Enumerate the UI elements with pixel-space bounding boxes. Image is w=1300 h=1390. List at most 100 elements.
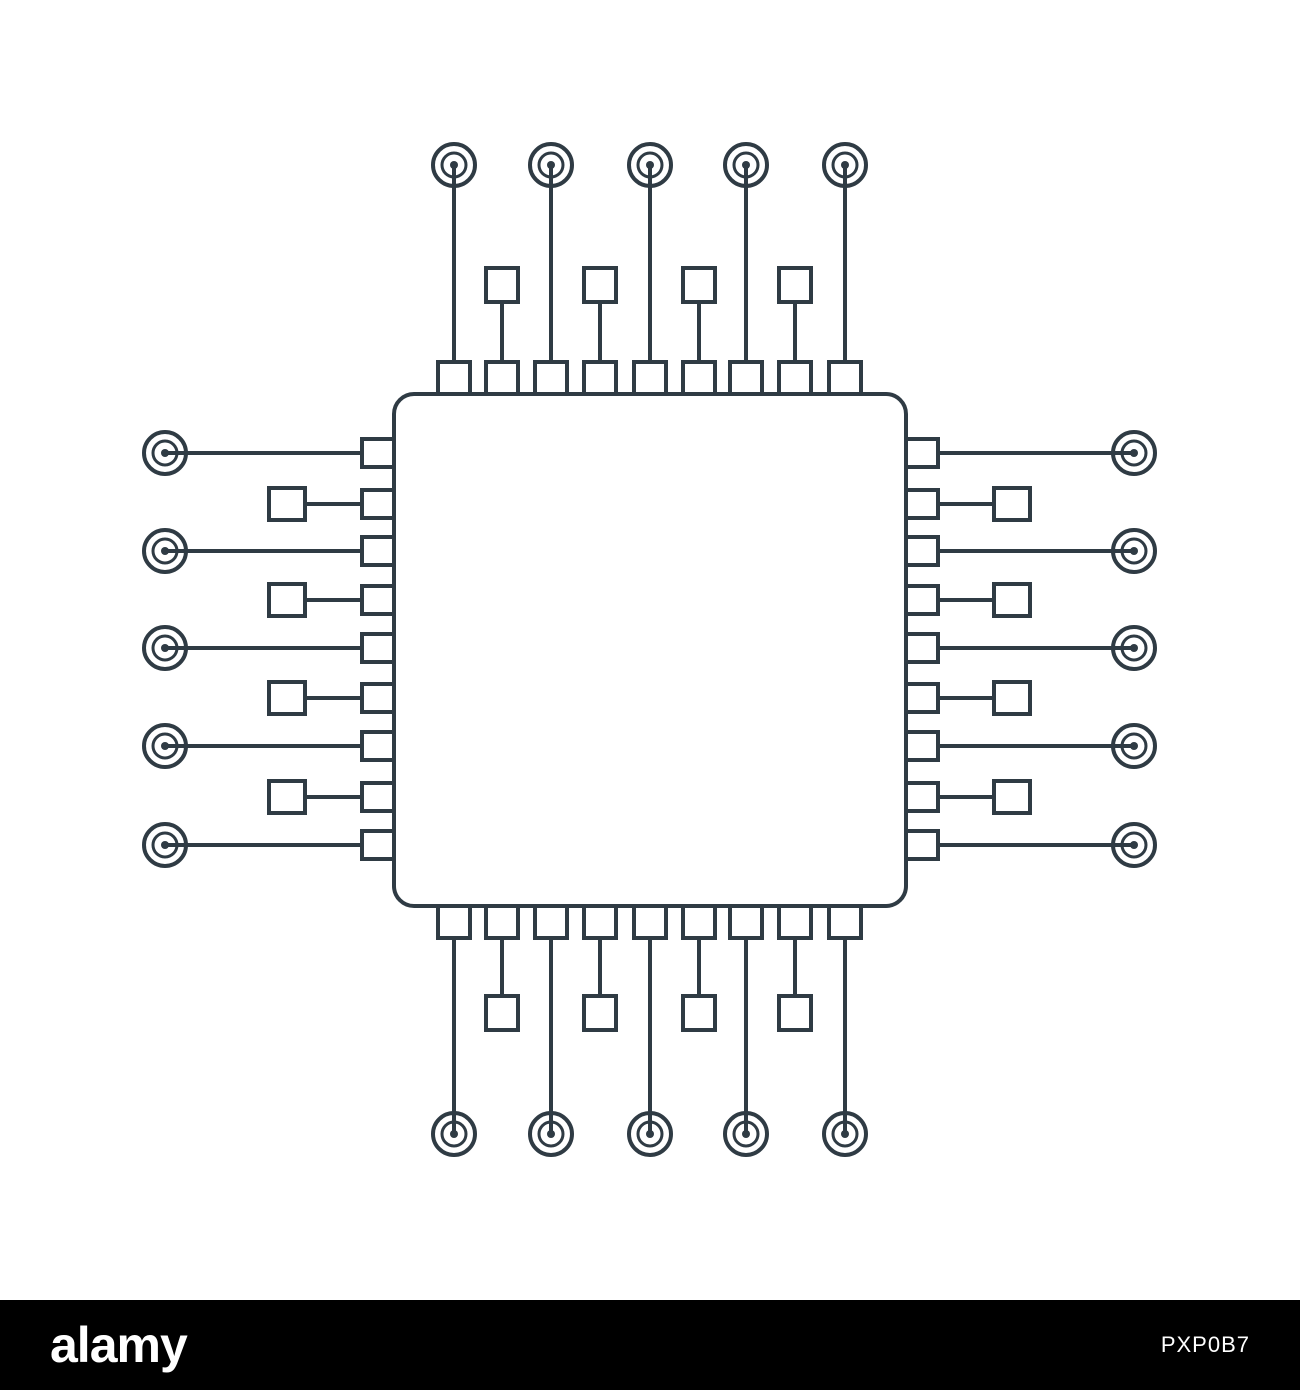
pad-square [484,994,520,1032]
via-node [723,1111,769,1157]
via-outer-ring [142,625,188,671]
via-node [142,528,188,574]
pin-left [360,682,396,714]
pin-top [777,360,813,396]
pin-right [904,730,940,762]
via-center [161,449,169,457]
pad-square [992,779,1032,815]
pin-right [904,682,940,714]
via-node [142,822,188,868]
pin-right [904,781,940,813]
pin-top [484,360,520,396]
via-center [646,1130,654,1138]
via-outer-ring [1111,822,1157,868]
via-inner-ring [440,1120,468,1148]
via-outer-ring [142,430,188,476]
via-node [431,142,477,188]
via-center [547,1130,555,1138]
via-inner-ring [1120,831,1148,859]
via-outer-ring [627,142,673,188]
pin-right [904,437,940,469]
via-center [841,1130,849,1138]
pin-bottom [533,904,569,940]
circuit-traces [142,142,1157,1157]
pin-right [904,488,940,520]
via-inner-ring [831,1120,859,1148]
via-node [627,1111,673,1157]
pin-left [360,781,396,813]
pad-square [582,994,618,1032]
pad-square [777,994,813,1032]
pad-square [582,266,618,304]
via-node [1111,430,1157,476]
via-outer-ring [142,822,188,868]
via-center [1130,449,1138,457]
pin-top [632,360,668,396]
via-inner-ring [151,732,179,760]
via-outer-ring [723,142,769,188]
via-inner-ring [1120,732,1148,760]
pad-square [992,486,1032,522]
via-inner-ring [151,634,179,662]
pin-top [582,360,618,396]
via-outer-ring [528,142,574,188]
via-inner-ring [732,151,760,179]
pin-bottom [436,904,472,940]
pin-bottom [632,904,668,940]
chip-pins [360,360,940,940]
via-outer-ring [723,1111,769,1157]
pin-left [360,535,396,567]
via-outer-ring [1111,528,1157,574]
via-outer-ring [1111,430,1157,476]
via-inner-ring [831,151,859,179]
via-center [742,161,750,169]
pin-bottom [484,904,520,940]
image-id: PXP0B7 [1160,1332,1250,1357]
pin-left [360,632,396,664]
via-center [1130,841,1138,849]
via-node [822,1111,868,1157]
via-node [1111,822,1157,868]
via-node [1111,723,1157,769]
via-center [450,1130,458,1138]
pad-square [992,582,1032,618]
pad-square [484,266,520,304]
pin-bottom [582,904,618,940]
via-center [161,547,169,555]
pin-left [360,437,396,469]
via-node [142,625,188,671]
via-node [142,723,188,769]
via-center [742,1130,750,1138]
via-node [723,142,769,188]
pad-square [267,680,307,716]
via-outer-ring [627,1111,673,1157]
via-center [161,742,169,750]
via-inner-ring [151,831,179,859]
pin-top [728,360,764,396]
pin-bottom [728,904,764,940]
pad-square [681,994,717,1032]
pad-square [992,680,1032,716]
via-center [547,161,555,169]
via-inner-ring [1120,537,1148,565]
via-inner-ring [537,151,565,179]
pad-square [777,266,813,304]
via-inner-ring [732,1120,760,1148]
via-outer-ring [142,723,188,769]
via-node [1111,625,1157,671]
stock-footer-bar: alamy PXP0B7 [0,1300,1300,1390]
via-inner-ring [151,439,179,467]
pad-square [267,582,307,618]
pin-left [360,730,396,762]
via-center [161,841,169,849]
pin-top [827,360,863,396]
pin-right [904,829,940,861]
via-node [627,142,673,188]
via-outer-ring [1111,723,1157,769]
pin-right [904,584,940,616]
pin-left [360,488,396,520]
via-center [161,644,169,652]
via-node [528,142,574,188]
alamy-logo: alamy [50,1317,188,1373]
pin-right [904,535,940,567]
